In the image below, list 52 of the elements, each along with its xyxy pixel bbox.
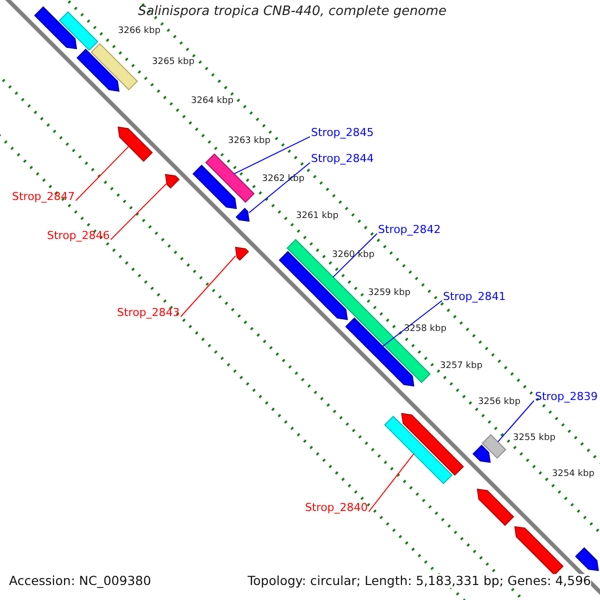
gene-label: Strop_2842 xyxy=(378,224,441,237)
gene-segment xyxy=(482,434,506,459)
gene-segment xyxy=(76,48,120,92)
scale-label: 3258 kbp xyxy=(404,324,446,334)
gene-label: Strop_2843 xyxy=(117,307,180,320)
gene-segment xyxy=(514,526,564,576)
gene-segment xyxy=(401,412,464,476)
scale-label: 3266 kbp xyxy=(118,26,160,36)
gene-segment xyxy=(205,153,255,203)
gene-segment xyxy=(58,11,98,51)
leader-line xyxy=(234,136,310,174)
footer-text: Topology: circular; Length: 5,183,331 bp; Genes: 4,596 xyxy=(248,574,591,588)
gene-segment xyxy=(472,444,491,463)
gene-label: Strop_2847 xyxy=(12,191,75,204)
leader-line xyxy=(368,453,414,512)
gene-segment xyxy=(574,547,599,572)
gene-label: Strop_2844 xyxy=(311,153,374,166)
leader-line xyxy=(382,300,442,347)
gene-segment xyxy=(236,208,250,222)
gene-label: Strop_2845 xyxy=(311,127,374,140)
leader-line xyxy=(497,400,534,442)
leader-line xyxy=(332,233,378,278)
scale-label: 3257 kbp xyxy=(440,361,482,372)
scale-label: 3263 kbp xyxy=(228,136,270,146)
leader-line xyxy=(110,183,167,240)
map-title: Salinispora tropica CNB-440, complete genome xyxy=(138,5,446,20)
scale-label: 3261 kbp xyxy=(296,211,338,222)
gene-segment xyxy=(90,43,138,90)
scale-label: 3255 kbp xyxy=(513,433,556,444)
gene-segment xyxy=(34,6,78,50)
scale-label: 3260 kbp xyxy=(332,250,374,260)
gene-label: Strop_2840 xyxy=(305,502,368,515)
gene-segment xyxy=(384,416,453,484)
scale-label: 3264 kbp xyxy=(191,96,234,106)
gene-segment xyxy=(164,174,180,189)
scale-label: 3256 kbp xyxy=(478,397,520,408)
leader-line xyxy=(248,162,310,214)
gene-segment xyxy=(286,238,431,384)
leader-line xyxy=(75,146,130,202)
gene-label: Strop_2846 xyxy=(47,230,110,243)
scale-label: 3262 kbp xyxy=(262,174,304,184)
gene-segment xyxy=(192,164,237,210)
gene-segment xyxy=(476,488,514,526)
leader-line xyxy=(180,255,236,318)
gene-segment xyxy=(118,126,153,162)
scale-label: 3259 kbp xyxy=(368,288,410,298)
scale-label: 3265 kbp xyxy=(152,57,194,68)
gene-segment xyxy=(234,246,250,261)
gene-label: Strop_2841 xyxy=(443,291,506,304)
scale-label: 3254 kbp xyxy=(552,469,594,480)
gene-label: Strop_2839 xyxy=(535,391,598,404)
footer-text: Accession: NC_009380 xyxy=(9,574,152,588)
